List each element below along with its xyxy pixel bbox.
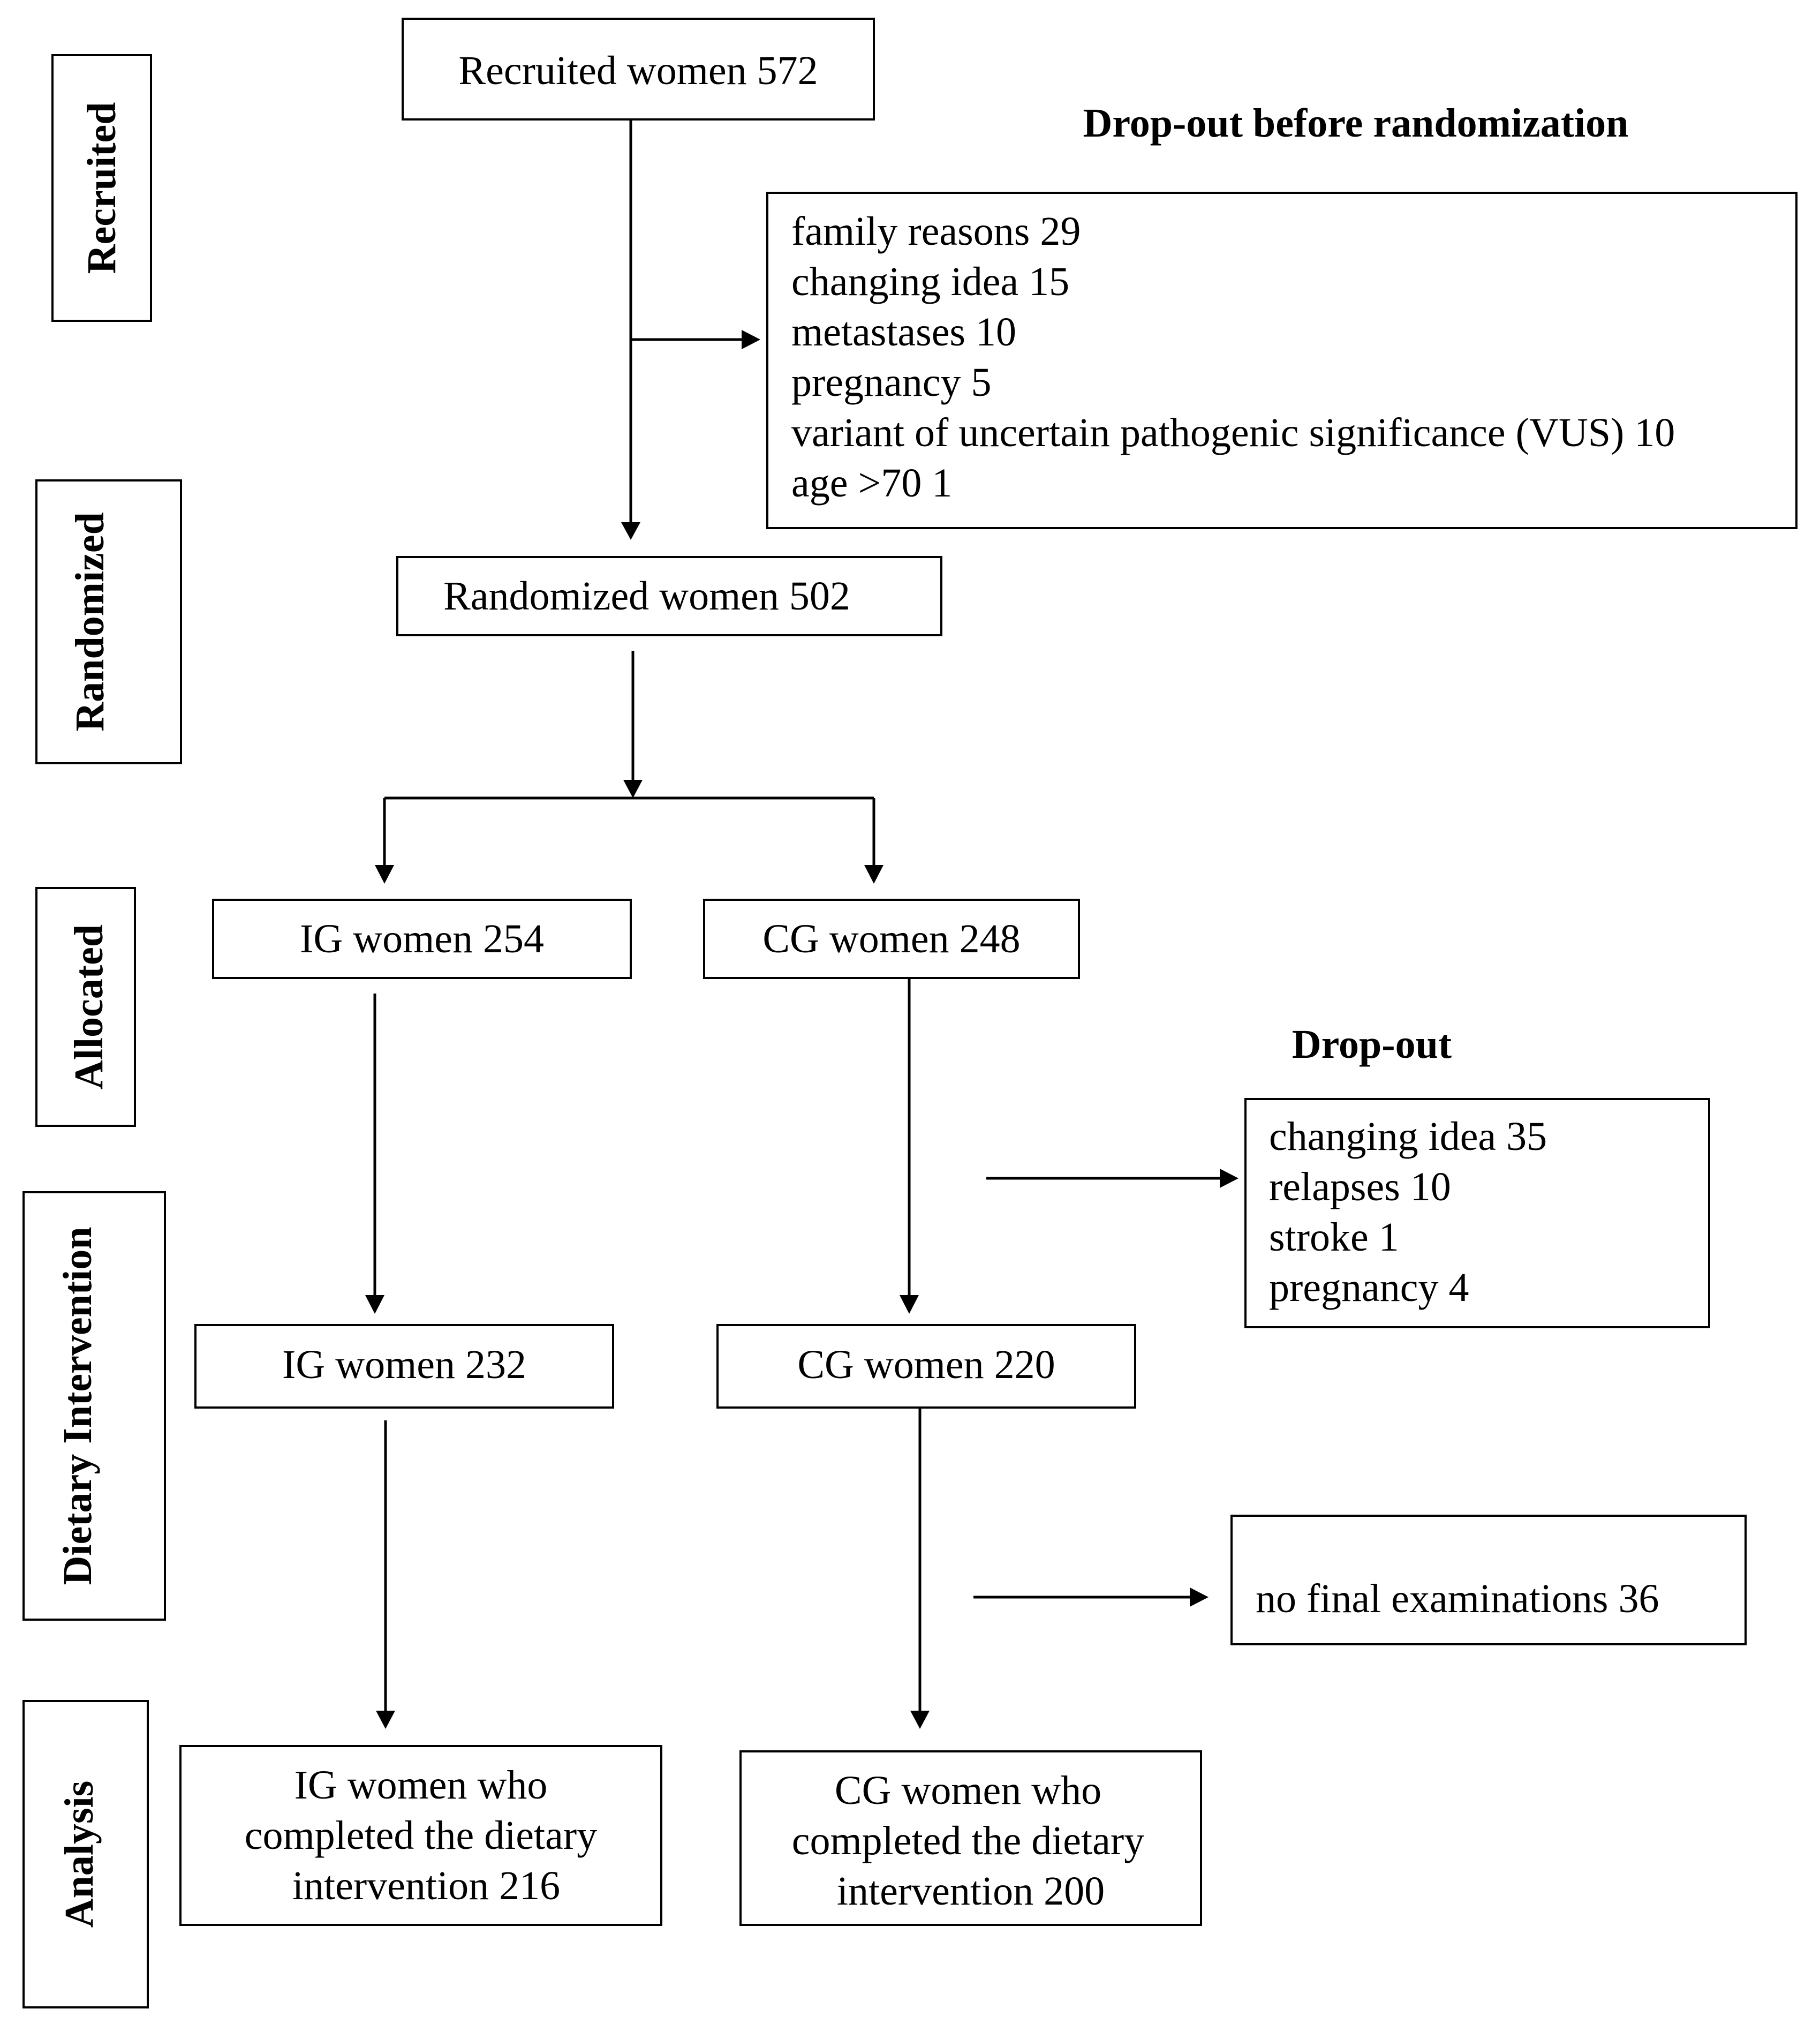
cg-allocated-text: CG women 248	[762, 916, 1020, 961]
cg-analysis-line: completed the dietary	[792, 1818, 1144, 1863]
cg-intervention-box: CG women 220	[716, 1324, 1136, 1409]
connector-randomized-split	[375, 651, 883, 884]
stage-allocated-label: Allocated	[66, 924, 111, 1089]
stage-dietary-label: Dietary Intervention	[55, 1227, 100, 1585]
randomized-women-text: Randomized women 502	[443, 574, 850, 619]
ig-analysis-line: intervention 216	[292, 1863, 560, 1908]
stage-allocated: Allocated	[35, 887, 136, 1127]
cg-analysis-line: CG women who	[835, 1768, 1101, 1813]
dropout-heading: Drop-out	[1292, 1022, 1452, 1067]
ig-intervention-text: IG women 232	[282, 1342, 526, 1387]
stage-analysis-label: Analysis	[57, 1781, 102, 1928]
cg-analysis-box: CG women who completed the dietary inter…	[739, 1750, 1202, 1926]
dropout-before-item: pregnancy 5	[791, 360, 992, 405]
cg-analysis-line: intervention 200	[837, 1869, 1105, 1914]
dropout-item: pregnancy 4	[1269, 1265, 1469, 1310]
recruited-women-box: Recruited women 572	[402, 18, 875, 121]
dropout-item: changing idea 35	[1269, 1114, 1547, 1159]
ig-allocated-box: IG women 254	[212, 899, 632, 979]
dropout-before-heading: Drop-out before randomization	[1083, 101, 1629, 146]
cg-allocated-box: CG women 248	[703, 899, 1080, 979]
dropout-before-item: metastases 10	[791, 310, 1016, 355]
stage-recruited: Recruited	[51, 54, 152, 322]
recruited-women-text: Recruited women 572	[458, 48, 818, 93]
cg-intervention-text: CG women 220	[797, 1342, 1055, 1387]
ig-analysis-line: IG women who	[294, 1763, 548, 1808]
connector-ig-allocated-intervention	[365, 994, 384, 1314]
dropout-before-box: family reasons 29 changing idea 15 metas…	[766, 192, 1798, 529]
dropout-item: relapses 10	[1269, 1164, 1451, 1209]
dropout-before-item: variant of uncertain pathogenic signific…	[791, 410, 1675, 455]
connector-cg-intervention-analysis	[910, 1408, 1209, 1729]
stage-dietary-intervention: Dietary Intervention	[22, 1191, 166, 1621]
dropout-item: stroke 1	[1269, 1215, 1399, 1260]
dropout-box: changing idea 35 relapses 10 stroke 1 pr…	[1244, 1098, 1710, 1328]
stage-randomized-label: Randomized	[67, 512, 112, 732]
connector-ig-intervention-analysis	[376, 1420, 395, 1729]
stage-analysis: Analysis	[22, 1700, 149, 2008]
no-final-box: no final examinations 36	[1230, 1515, 1747, 1645]
dropout-before-item: age >70 1	[791, 461, 952, 506]
stage-randomized: Randomized	[35, 479, 182, 764]
no-final-text: no final examinations 36	[1256, 1576, 1659, 1621]
ig-analysis-line: completed the dietary	[245, 1813, 597, 1858]
randomized-women-box: Randomized women 502	[396, 556, 942, 636]
connector-recruited-randomized	[621, 119, 760, 540]
stage-recruited-label: Recruited	[79, 102, 124, 274]
dropout-before-item: changing idea 15	[791, 259, 1069, 304]
ig-intervention-box: IG women 232	[194, 1324, 614, 1409]
dropout-before-item: family reasons 29	[791, 209, 1081, 254]
ig-analysis-box: IG women who completed the dietary inter…	[179, 1745, 662, 1926]
ig-allocated-text: IG women 254	[300, 916, 544, 961]
connector-cg-allocated-intervention	[900, 978, 1238, 1314]
